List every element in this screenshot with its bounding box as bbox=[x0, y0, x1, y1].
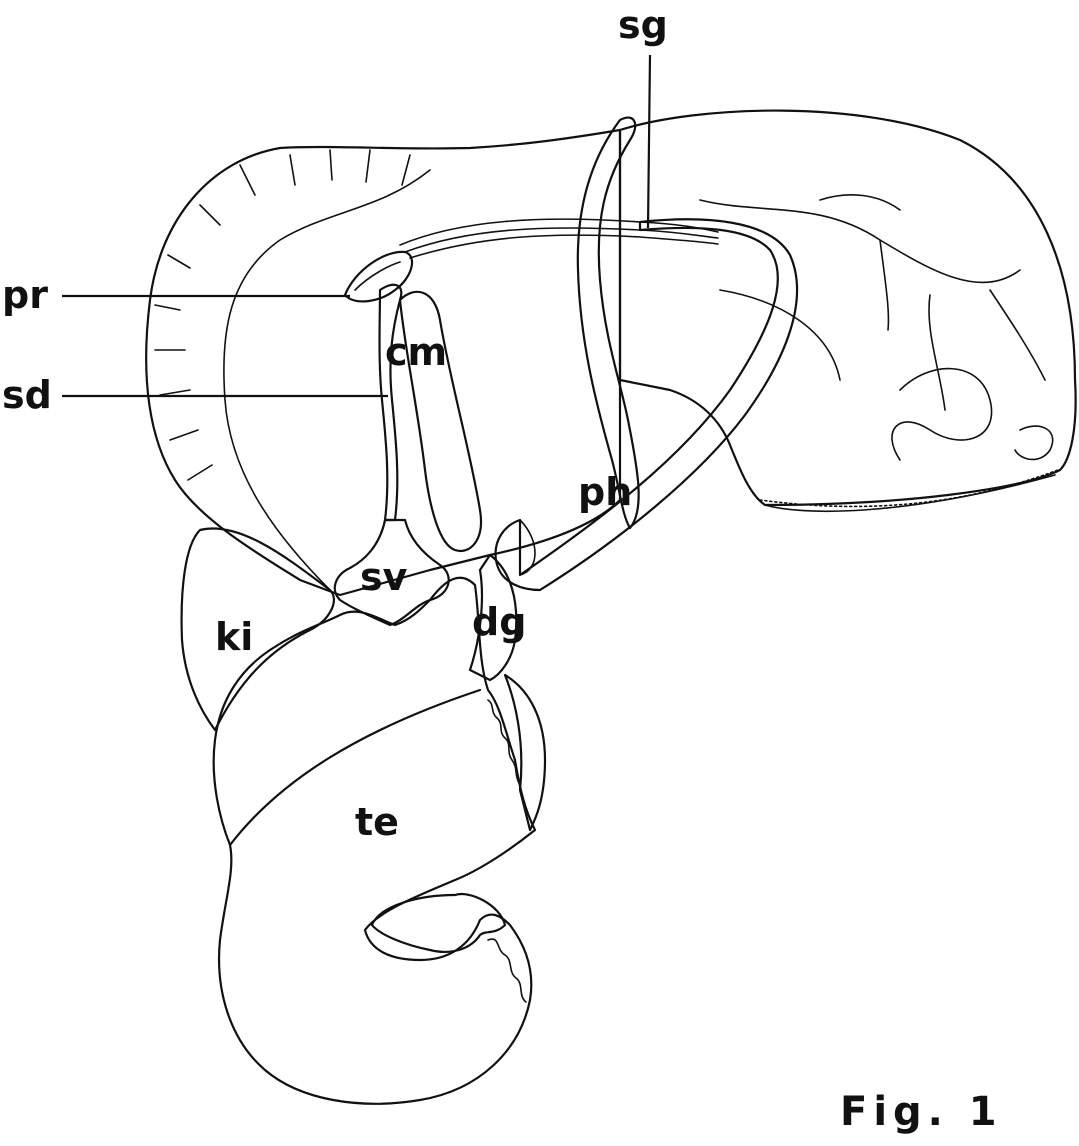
label-cm: cm bbox=[385, 330, 447, 374]
label-sv: sv bbox=[360, 555, 408, 599]
label-sg: sg bbox=[618, 3, 668, 47]
label-pr: pr bbox=[2, 273, 48, 317]
label-ph: ph bbox=[578, 470, 632, 514]
label-sd: sd bbox=[2, 373, 52, 417]
head-region bbox=[620, 111, 1076, 512]
figure-caption: Fig. 1 bbox=[840, 1089, 1003, 1135]
salivary-duct bbox=[400, 219, 718, 258]
sperm-duct bbox=[380, 285, 402, 520]
kidney bbox=[182, 528, 334, 730]
pharynx-tube bbox=[496, 219, 798, 590]
label-dg: dg bbox=[472, 600, 526, 644]
label-te: te bbox=[355, 800, 399, 844]
label-ki: ki bbox=[215, 615, 253, 659]
vertical-rod bbox=[578, 118, 639, 528]
leader-sg bbox=[648, 55, 650, 228]
